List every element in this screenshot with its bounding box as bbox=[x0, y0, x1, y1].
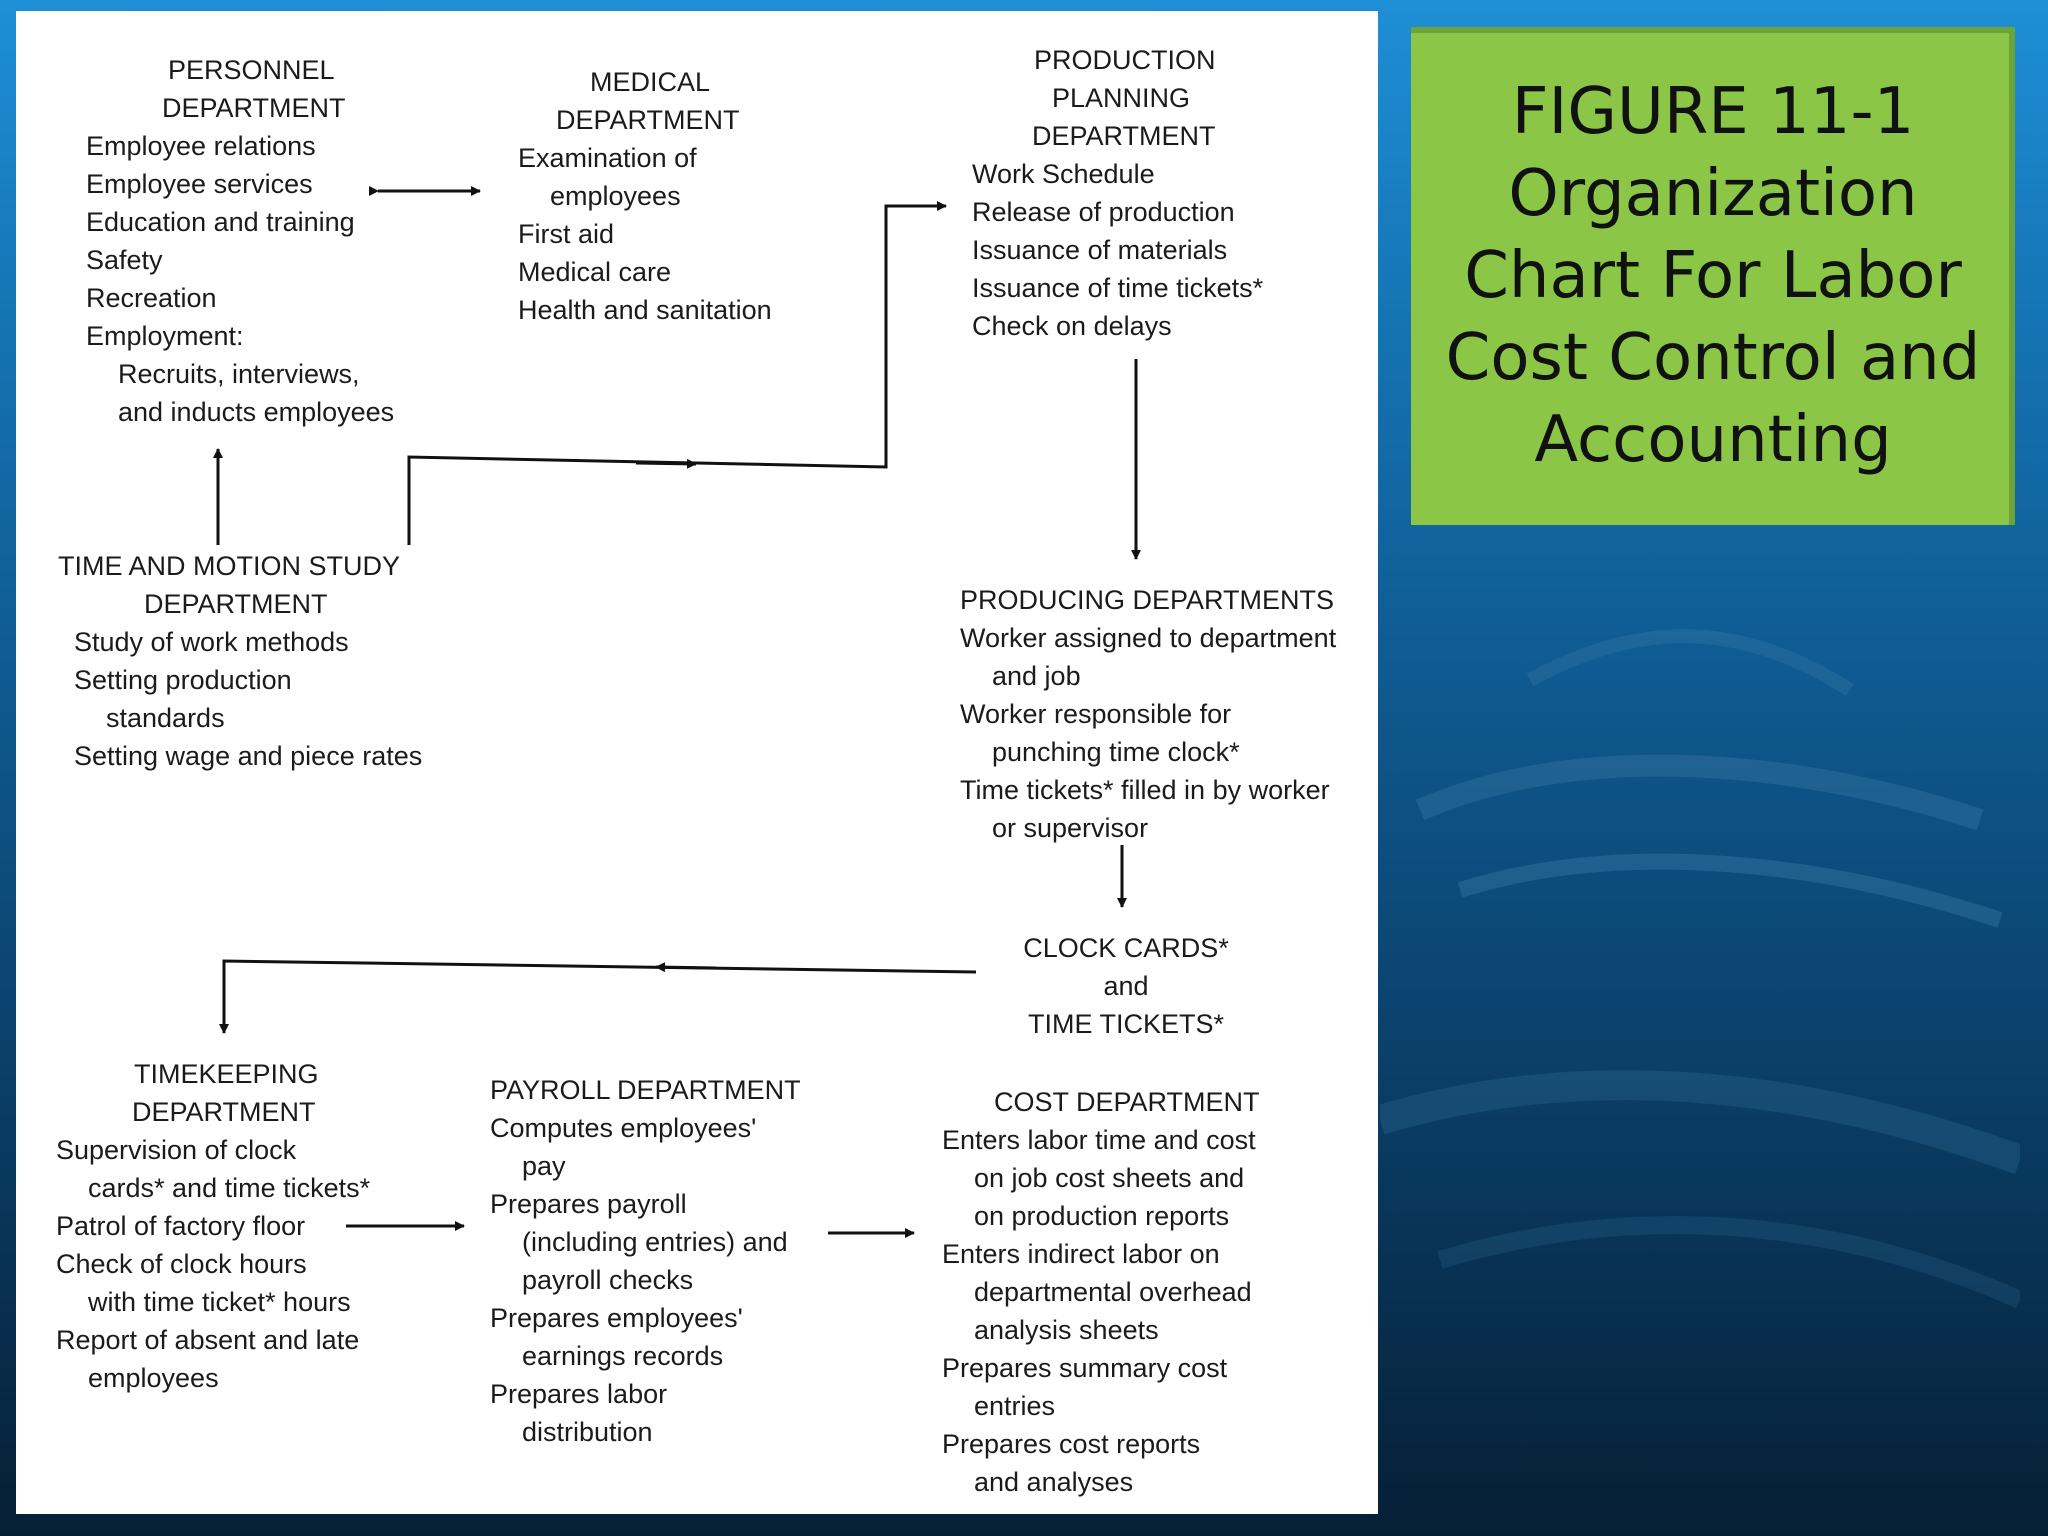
cost-item: and analyses bbox=[974, 1467, 1134, 1497]
production-planning-department: PRODUCTION PLANNING DEPARTMENT Work Sche… bbox=[972, 41, 1263, 345]
personnel-item: Employment: bbox=[86, 321, 244, 351]
clockcards-to-timekeeping-arrow bbox=[219, 959, 977, 1034]
payroll-department: PAYROLL DEPARTMENT Computes employees' p… bbox=[490, 1071, 801, 1451]
producing-item: Worker assigned to department bbox=[960, 623, 1337, 653]
personnel-item: Safety bbox=[86, 245, 163, 275]
timekeeping-item: employees bbox=[88, 1363, 219, 1393]
medical-item: First aid bbox=[518, 219, 615, 249]
production-item: Issuance of time tickets* bbox=[972, 273, 1264, 303]
time-motion-item: Study of work methods bbox=[74, 627, 349, 657]
producing-title: PRODUCING DEPARTMENTS bbox=[960, 585, 1335, 615]
timekeeping-item: Check of clock hours bbox=[56, 1249, 307, 1279]
medical-item: employees bbox=[550, 181, 681, 211]
medical-item: Examination of bbox=[518, 143, 697, 173]
medical-item: Medical care bbox=[518, 257, 672, 287]
producing-item: punching time clock* bbox=[992, 737, 1240, 767]
payroll-item: Computes employees' bbox=[490, 1113, 757, 1143]
payroll-item: distribution bbox=[522, 1417, 653, 1447]
payroll-title: PAYROLL DEPARTMENT bbox=[490, 1075, 801, 1105]
time-motion-department: TIME AND MOTION STUDY DEPARTMENT Study o… bbox=[58, 547, 422, 775]
payroll-item: Prepares payroll bbox=[490, 1189, 687, 1219]
personnel-item: Recreation bbox=[86, 283, 217, 313]
cost-item: on job cost sheets and bbox=[974, 1163, 1245, 1193]
timekeeping-title-2: DEPARTMENT bbox=[132, 1097, 316, 1127]
time-motion-title-1: TIME AND MOTION STUDY bbox=[58, 551, 401, 581]
payroll-item: pay bbox=[522, 1151, 566, 1181]
personnel-title-1: PERSONNEL bbox=[168, 55, 335, 85]
production-title-2: PLANNING bbox=[1052, 83, 1191, 113]
payroll-item: Prepares employees' bbox=[490, 1303, 743, 1333]
timekeeping-item: Patrol of factory floor bbox=[56, 1211, 306, 1241]
chart-sheet: PERSONNEL DEPARTMENT Employee relations … bbox=[16, 11, 1378, 1514]
personnel-title-2: DEPARTMENT bbox=[162, 93, 346, 123]
personnel-item: Education and training bbox=[86, 207, 355, 237]
cost-department: COST DEPARTMENT Enters labor time and co… bbox=[942, 1083, 1260, 1501]
production-item: Issuance of materials bbox=[972, 235, 1228, 265]
clock-cards-title-3: TIME TICKETS* bbox=[1027, 1009, 1225, 1039]
payroll-item: earnings records bbox=[522, 1341, 724, 1371]
medical-title-1: MEDICAL bbox=[590, 67, 711, 97]
time-motion-item: Setting wage and piece rates bbox=[74, 741, 423, 771]
payroll-item: payroll checks bbox=[522, 1265, 694, 1295]
time-motion-title-2: DEPARTMENT bbox=[144, 589, 328, 619]
cost-item: Prepares cost reports bbox=[942, 1429, 1201, 1459]
medical-department: MEDICAL DEPARTMENT Examination of employ… bbox=[518, 63, 772, 329]
payroll-item: Prepares labor bbox=[490, 1379, 668, 1409]
time-motion-item: standards bbox=[106, 703, 225, 733]
production-item: Release of production bbox=[972, 197, 1235, 227]
production-title-1: PRODUCTION bbox=[1034, 45, 1216, 75]
time-motion-item: Setting production bbox=[74, 665, 292, 695]
producing-item: Time tickets* filled in by worker bbox=[960, 775, 1330, 805]
timekeeping-item: Supervision of clock bbox=[56, 1135, 297, 1165]
clockcards-flow-arrowhead bbox=[655, 962, 717, 973]
personnel-item: Recruits, interviews, bbox=[118, 359, 360, 389]
personnel-item: Employee services bbox=[86, 169, 313, 199]
figure-title: FIGURE 11-1 Organization Chart For Labor… bbox=[1445, 75, 1981, 477]
midflow-arrow bbox=[635, 458, 697, 469]
producing-item: or supervisor bbox=[992, 813, 1149, 843]
clock-cards-title-1: CLOCK CARDS* bbox=[1023, 933, 1229, 963]
producing-item: Worker responsible for bbox=[960, 699, 1232, 729]
cost-item: on production reports bbox=[974, 1201, 1230, 1231]
timekeeping-item: Report of absent and late bbox=[56, 1325, 360, 1355]
background-swirl bbox=[1380, 629, 2020, 1309]
personnel-item: Employee relations bbox=[86, 131, 316, 161]
producing-item: and job bbox=[992, 661, 1081, 691]
cost-item: entries bbox=[974, 1391, 1056, 1421]
clock-cards-title-2: and bbox=[1103, 971, 1149, 1001]
production-title-3: DEPARTMENT bbox=[1032, 121, 1216, 151]
timekeeping-item: with time ticket* hours bbox=[88, 1287, 351, 1317]
clock-cards-node: CLOCK CARDS* and TIME TICKETS* bbox=[1006, 929, 1246, 1043]
timekeeping-item: cards* and time tickets* bbox=[88, 1173, 371, 1203]
footnote: *C bbox=[64, 1511, 88, 1514]
cost-item: analysis sheets bbox=[974, 1315, 1159, 1345]
cost-item: Prepares summary cost bbox=[942, 1353, 1228, 1383]
cost-title: COST DEPARTMENT bbox=[994, 1087, 1260, 1117]
timekeeping-department: TIMEKEEPING DEPARTMENT Supervision of cl… bbox=[56, 1055, 370, 1397]
cost-item: Enters labor time and cost bbox=[942, 1125, 1256, 1155]
payroll-item: (including entries) and bbox=[522, 1227, 788, 1257]
medical-item: Health and sanitation bbox=[518, 295, 772, 325]
medical-title-2: DEPARTMENT bbox=[556, 105, 740, 135]
personnel-item: and inducts employees bbox=[118, 397, 395, 427]
cost-item: Enters indirect labor on bbox=[942, 1239, 1220, 1269]
producing-departments: PRODUCING DEPARTMENTS Worker assigned to… bbox=[960, 581, 1336, 847]
production-item: Work Schedule bbox=[972, 159, 1155, 189]
figure-title-box: FIGURE 11-1 Organization Chart For Labor… bbox=[1411, 27, 2015, 525]
cost-item: departmental overhead bbox=[974, 1277, 1252, 1307]
personnel-department: PERSONNEL DEPARTMENT Employee relations … bbox=[86, 51, 394, 431]
production-item: Check on delays bbox=[972, 311, 1172, 341]
timekeeping-title-1: TIMEKEEPING bbox=[134, 1059, 319, 1089]
